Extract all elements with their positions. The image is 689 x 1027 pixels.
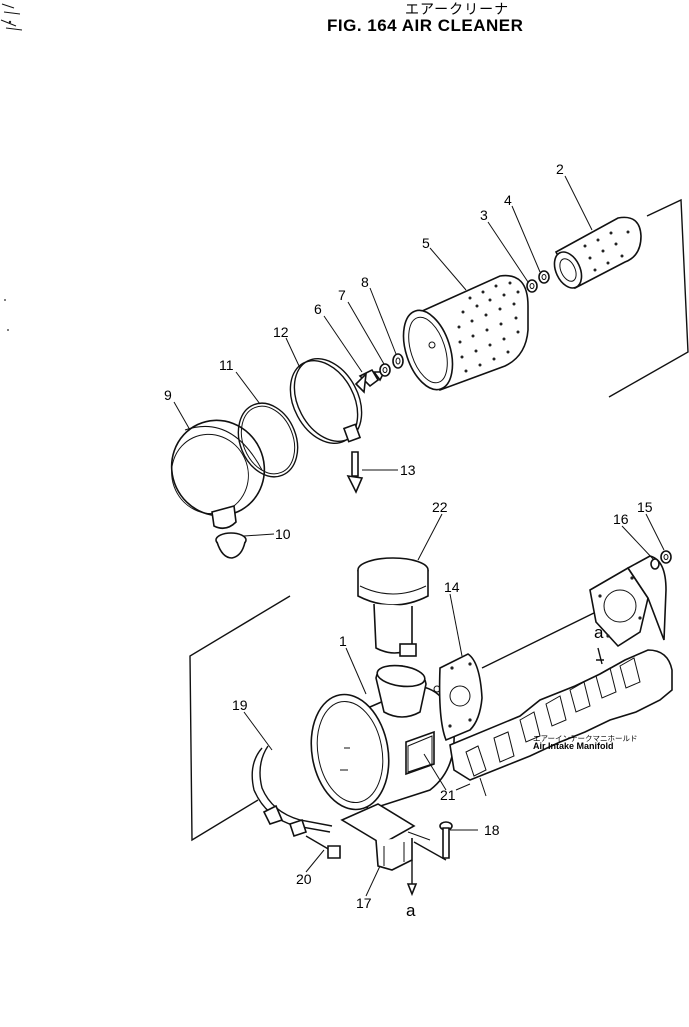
part-7-washer <box>379 363 391 377</box>
callout-12: 12 <box>273 324 289 340</box>
callout-3: 3 <box>480 207 488 223</box>
part-4-nut <box>538 270 550 284</box>
callout-20: 20 <box>296 871 312 887</box>
callout-13: 13 <box>400 462 416 478</box>
part-13-bolt <box>346 451 364 494</box>
part-3-washer <box>526 279 538 293</box>
part-12-band-clamp <box>289 357 363 445</box>
callout-10: 10 <box>275 526 291 542</box>
part-21-plate <box>407 735 433 773</box>
callout-15: 15 <box>637 499 653 515</box>
part-6-wing-nut <box>354 368 386 394</box>
part-22-precleaner <box>357 557 429 657</box>
callout-4: 4 <box>504 192 512 208</box>
callout-6: 6 <box>314 301 322 317</box>
part-17-bracket <box>340 803 431 871</box>
part-10-evacuator-valve <box>215 532 247 559</box>
part-9-cover <box>170 419 266 530</box>
scan-artifacts <box>0 3 23 331</box>
upper-bracket-lines <box>608 198 689 398</box>
part-1-cleaner-body <box>310 664 455 812</box>
part-5-outer-element <box>402 274 529 392</box>
reference-point-a-upper: a <box>594 623 604 642</box>
title-japanese: エアークリーナ <box>405 2 509 18</box>
callout-22: 22 <box>432 499 448 515</box>
callout-16: 16 <box>613 511 629 527</box>
part-16-washer <box>650 558 660 570</box>
callout-1: 1 <box>339 633 347 649</box>
leader-lines <box>173 175 665 897</box>
part-8-gasket <box>392 353 404 369</box>
callout-7: 7 <box>338 287 346 303</box>
callout-19: 19 <box>232 697 248 713</box>
part-18-bolt <box>439 821 453 859</box>
air-intake-manifold <box>449 555 673 797</box>
part-2-inner-element <box>553 216 642 290</box>
connection-line <box>481 609 601 669</box>
reference-arrow-down <box>406 841 447 897</box>
manifold-label-japanese: エアーインテークマニホールド <box>533 734 638 743</box>
part-19-mounting-band <box>251 745 333 838</box>
callout-2: 2 <box>556 161 564 177</box>
callout-9: 9 <box>164 387 172 403</box>
manifold-label-english: Air Intake Manifold <box>533 741 614 751</box>
part-20-bolt <box>305 835 341 859</box>
part-11-o-ring <box>237 402 299 478</box>
callout-8: 8 <box>361 274 369 290</box>
figure-title: FIG. 164 AIR CLEANER <box>327 16 523 35</box>
callout-11: 11 <box>219 357 234 373</box>
lower-bracket-lines <box>189 595 291 842</box>
part-15-nut <box>660 550 672 564</box>
callout-18: 18 <box>484 822 500 838</box>
part-14-gasket <box>438 653 483 742</box>
reference-point-a-lower: a <box>406 901 416 920</box>
callout-21: 21 <box>440 787 456 803</box>
callout-17: 17 <box>356 895 372 911</box>
callout-5: 5 <box>422 235 430 251</box>
callout-14: 14 <box>444 579 460 595</box>
